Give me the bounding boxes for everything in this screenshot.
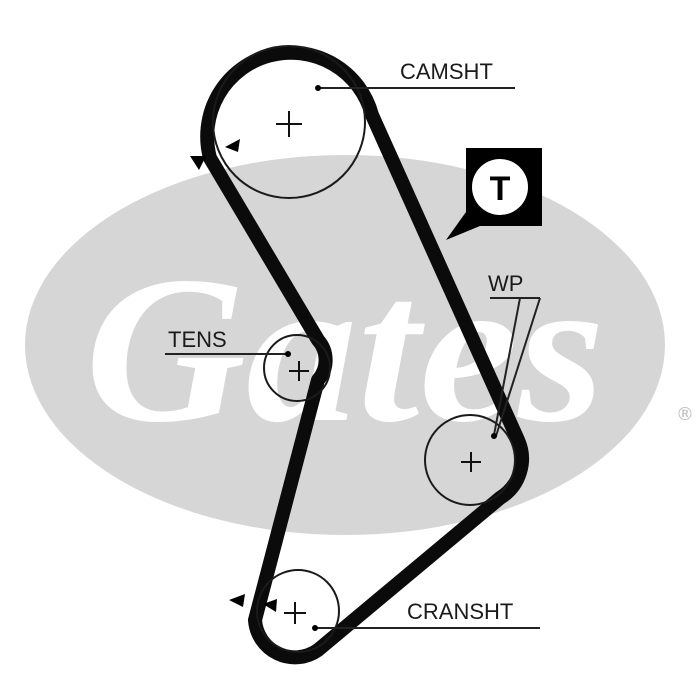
crankshaft-pulley xyxy=(256,569,340,653)
crankshaft-label: CRANSHT xyxy=(407,599,513,624)
crankshaft-timing-mark-inner xyxy=(263,599,277,612)
tension-badge: T xyxy=(446,148,542,240)
crankshaft-timing-mark-outer xyxy=(229,594,245,607)
tensioner-label: TENS xyxy=(168,327,227,352)
tensioner-pulley xyxy=(263,334,331,402)
camshaft-timing-mark-outer xyxy=(190,156,206,170)
camshaft-timing-mark-inner xyxy=(225,139,240,152)
logo-wordmark: Gates xyxy=(85,234,605,466)
gates-logo-watermark: Gates ® xyxy=(25,155,694,535)
timing-marks xyxy=(190,139,277,612)
camshaft-label: CAMSHT xyxy=(400,59,493,84)
logo-ellipse xyxy=(25,155,665,535)
belt-path xyxy=(200,45,529,665)
water-pump-label: WP xyxy=(488,271,523,296)
camshaft-pulley xyxy=(212,45,366,199)
leader-lines xyxy=(165,87,541,629)
water-pump-pulley xyxy=(424,414,516,506)
leader-dots xyxy=(285,85,497,631)
badge-circle xyxy=(472,159,528,215)
badge-letter: T xyxy=(490,170,511,208)
water-pump-leader-b xyxy=(495,297,541,437)
registered-mark: ® xyxy=(676,404,694,425)
timing-belt xyxy=(200,45,529,665)
water-pump-leader-a xyxy=(493,297,521,436)
